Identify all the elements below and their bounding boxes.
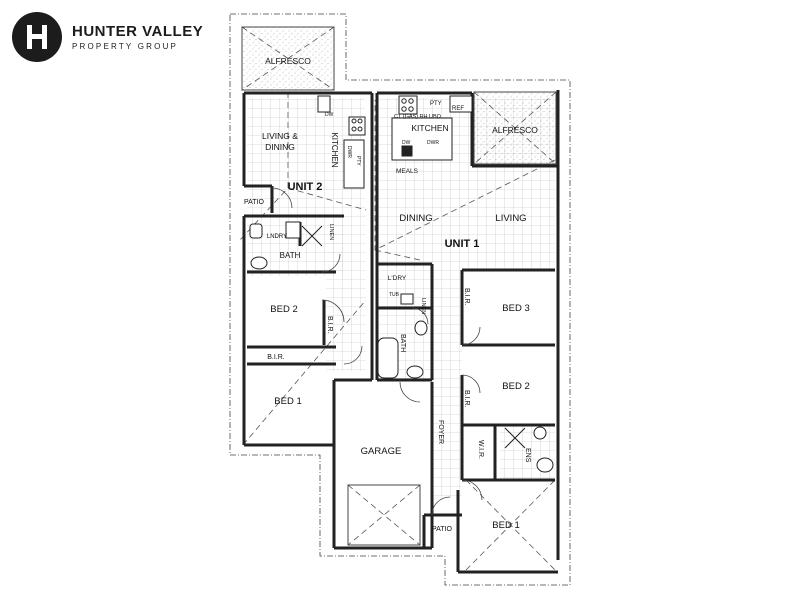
logo	[12, 12, 62, 62]
label-u1-garage: GARAGE	[361, 446, 402, 457]
label-u2-lndry: LNDRY	[267, 234, 287, 240]
roof-lines	[239, 26, 557, 571]
label-u1-wir: W.I.R.	[477, 440, 484, 459]
fixtures	[249, 95, 554, 473]
label-u1-ldry: L'DRY	[388, 275, 407, 282]
garage-slab	[347, 484, 421, 546]
label-u2-living-dining-1: LIVING &	[262, 131, 298, 141]
label-u1-bath: BATH	[399, 334, 406, 352]
label-u1-ref: REF	[452, 106, 464, 112]
label-u2-bir-bed1: B.I.R.	[267, 354, 285, 361]
label-u2-living-dining-2: DINING	[265, 142, 295, 152]
label-u1-bir-bed2: B.I.R.	[463, 390, 470, 408]
label-u1-bed2: BED 2	[502, 381, 529, 392]
label-u1-pty: PTY	[430, 101, 442, 107]
label-u1-meals: MEALS	[396, 168, 419, 175]
property-boundary	[229, 13, 571, 586]
label-u2-bath: BATH	[280, 251, 301, 260]
label-u1-bir-bed3: B.I.R.	[463, 288, 470, 306]
label-u2-alfresco: ALFRESCO	[265, 56, 311, 66]
logo-h-icon	[27, 25, 47, 49]
label-u1-bed1: BED 1	[492, 520, 519, 531]
label-u1-dwr: DWR	[427, 140, 439, 146]
label-u1-kitchen-notes: CT (GAS) RH UBO	[394, 114, 442, 120]
label-u1-ens: ENS	[524, 448, 531, 463]
door-swings	[271, 187, 483, 516]
label-u1-tub: TUB	[389, 292, 400, 298]
label-u2-bed2: BED 2	[270, 304, 297, 315]
label-u1-dining: DINING	[399, 213, 432, 224]
unit1-walls	[332, 90, 560, 574]
room-labels: ALFRESCO LIVING & DINING KITCHEN DW DWR …	[244, 56, 538, 533]
label-u2-kitchen: KITCHEN	[330, 132, 339, 167]
label-u1-kitchen: KITCHEN	[411, 123, 448, 133]
label-u2-pty: PTY	[355, 156, 361, 166]
label-u2-bir-bed2: B.I.R.	[326, 316, 333, 334]
label-u1-living: LIVING	[495, 213, 526, 224]
label-u1-foyer: FOYER	[437, 420, 444, 444]
brand: HUNTER VALLEY PROPERTY GROUP	[12, 12, 203, 62]
label-u1-linen: LINEN	[420, 298, 426, 314]
label-unit1: UNIT 1	[445, 238, 480, 250]
brand-name: HUNTER VALLEY	[72, 22, 204, 40]
label-u2-patio: PATIO	[244, 199, 265, 206]
label-u2-dw: DW	[325, 112, 334, 118]
label-u1-patio: PATIO	[432, 526, 453, 533]
label-u2-bed1: BED 1	[274, 396, 301, 407]
label-u2-dwr: DWR	[346, 146, 352, 158]
label-unit2: UNIT 2	[288, 181, 323, 193]
brand-subtitle: PROPERTY GROUP	[72, 41, 179, 51]
label-u2-linen: LINEN	[328, 224, 334, 240]
label-u1-dw: DW	[402, 140, 411, 146]
label-u1-bed3: BED 3	[502, 303, 529, 314]
label-u1-alfresco: ALFRESCO	[492, 125, 538, 135]
